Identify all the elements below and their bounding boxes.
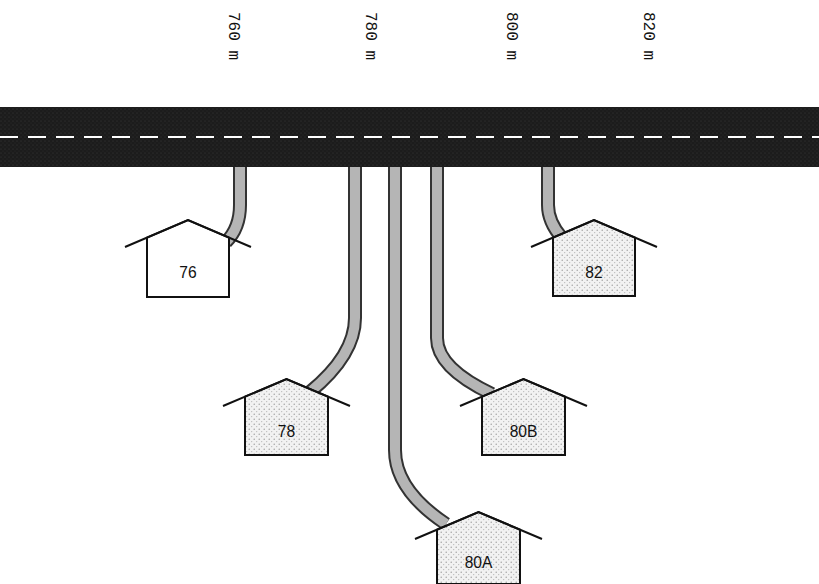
house-number: 76 bbox=[149, 263, 227, 283]
house-body bbox=[437, 512, 520, 584]
house: 78 bbox=[223, 378, 350, 455]
house-outline bbox=[415, 511, 542, 584]
house-roof bbox=[415, 512, 542, 539]
house: 76 bbox=[125, 219, 251, 297]
house-roof bbox=[460, 379, 587, 406]
house-number: 80A bbox=[439, 553, 518, 573]
house-number: 80B bbox=[484, 422, 563, 442]
distance-label: 800 m bbox=[502, 12, 520, 60]
house-number: 82 bbox=[555, 263, 633, 283]
house-roof bbox=[531, 220, 657, 247]
road bbox=[0, 107, 819, 167]
house: 82 bbox=[531, 219, 657, 296]
distance-label: 780 m bbox=[361, 12, 379, 60]
house-outline bbox=[223, 378, 350, 455]
house: 80A bbox=[415, 511, 542, 584]
house: 80B bbox=[460, 378, 587, 455]
distance-label: 820 m bbox=[639, 12, 657, 60]
house-roof bbox=[125, 220, 251, 247]
house-outline bbox=[531, 219, 657, 296]
house-outline bbox=[460, 378, 587, 455]
center-line bbox=[0, 136, 819, 138]
house-roof bbox=[223, 379, 350, 406]
distance-label: 760 m bbox=[224, 12, 242, 60]
house-number: 78 bbox=[247, 422, 326, 442]
driveways bbox=[226, 160, 562, 524]
house-outline bbox=[125, 219, 251, 297]
